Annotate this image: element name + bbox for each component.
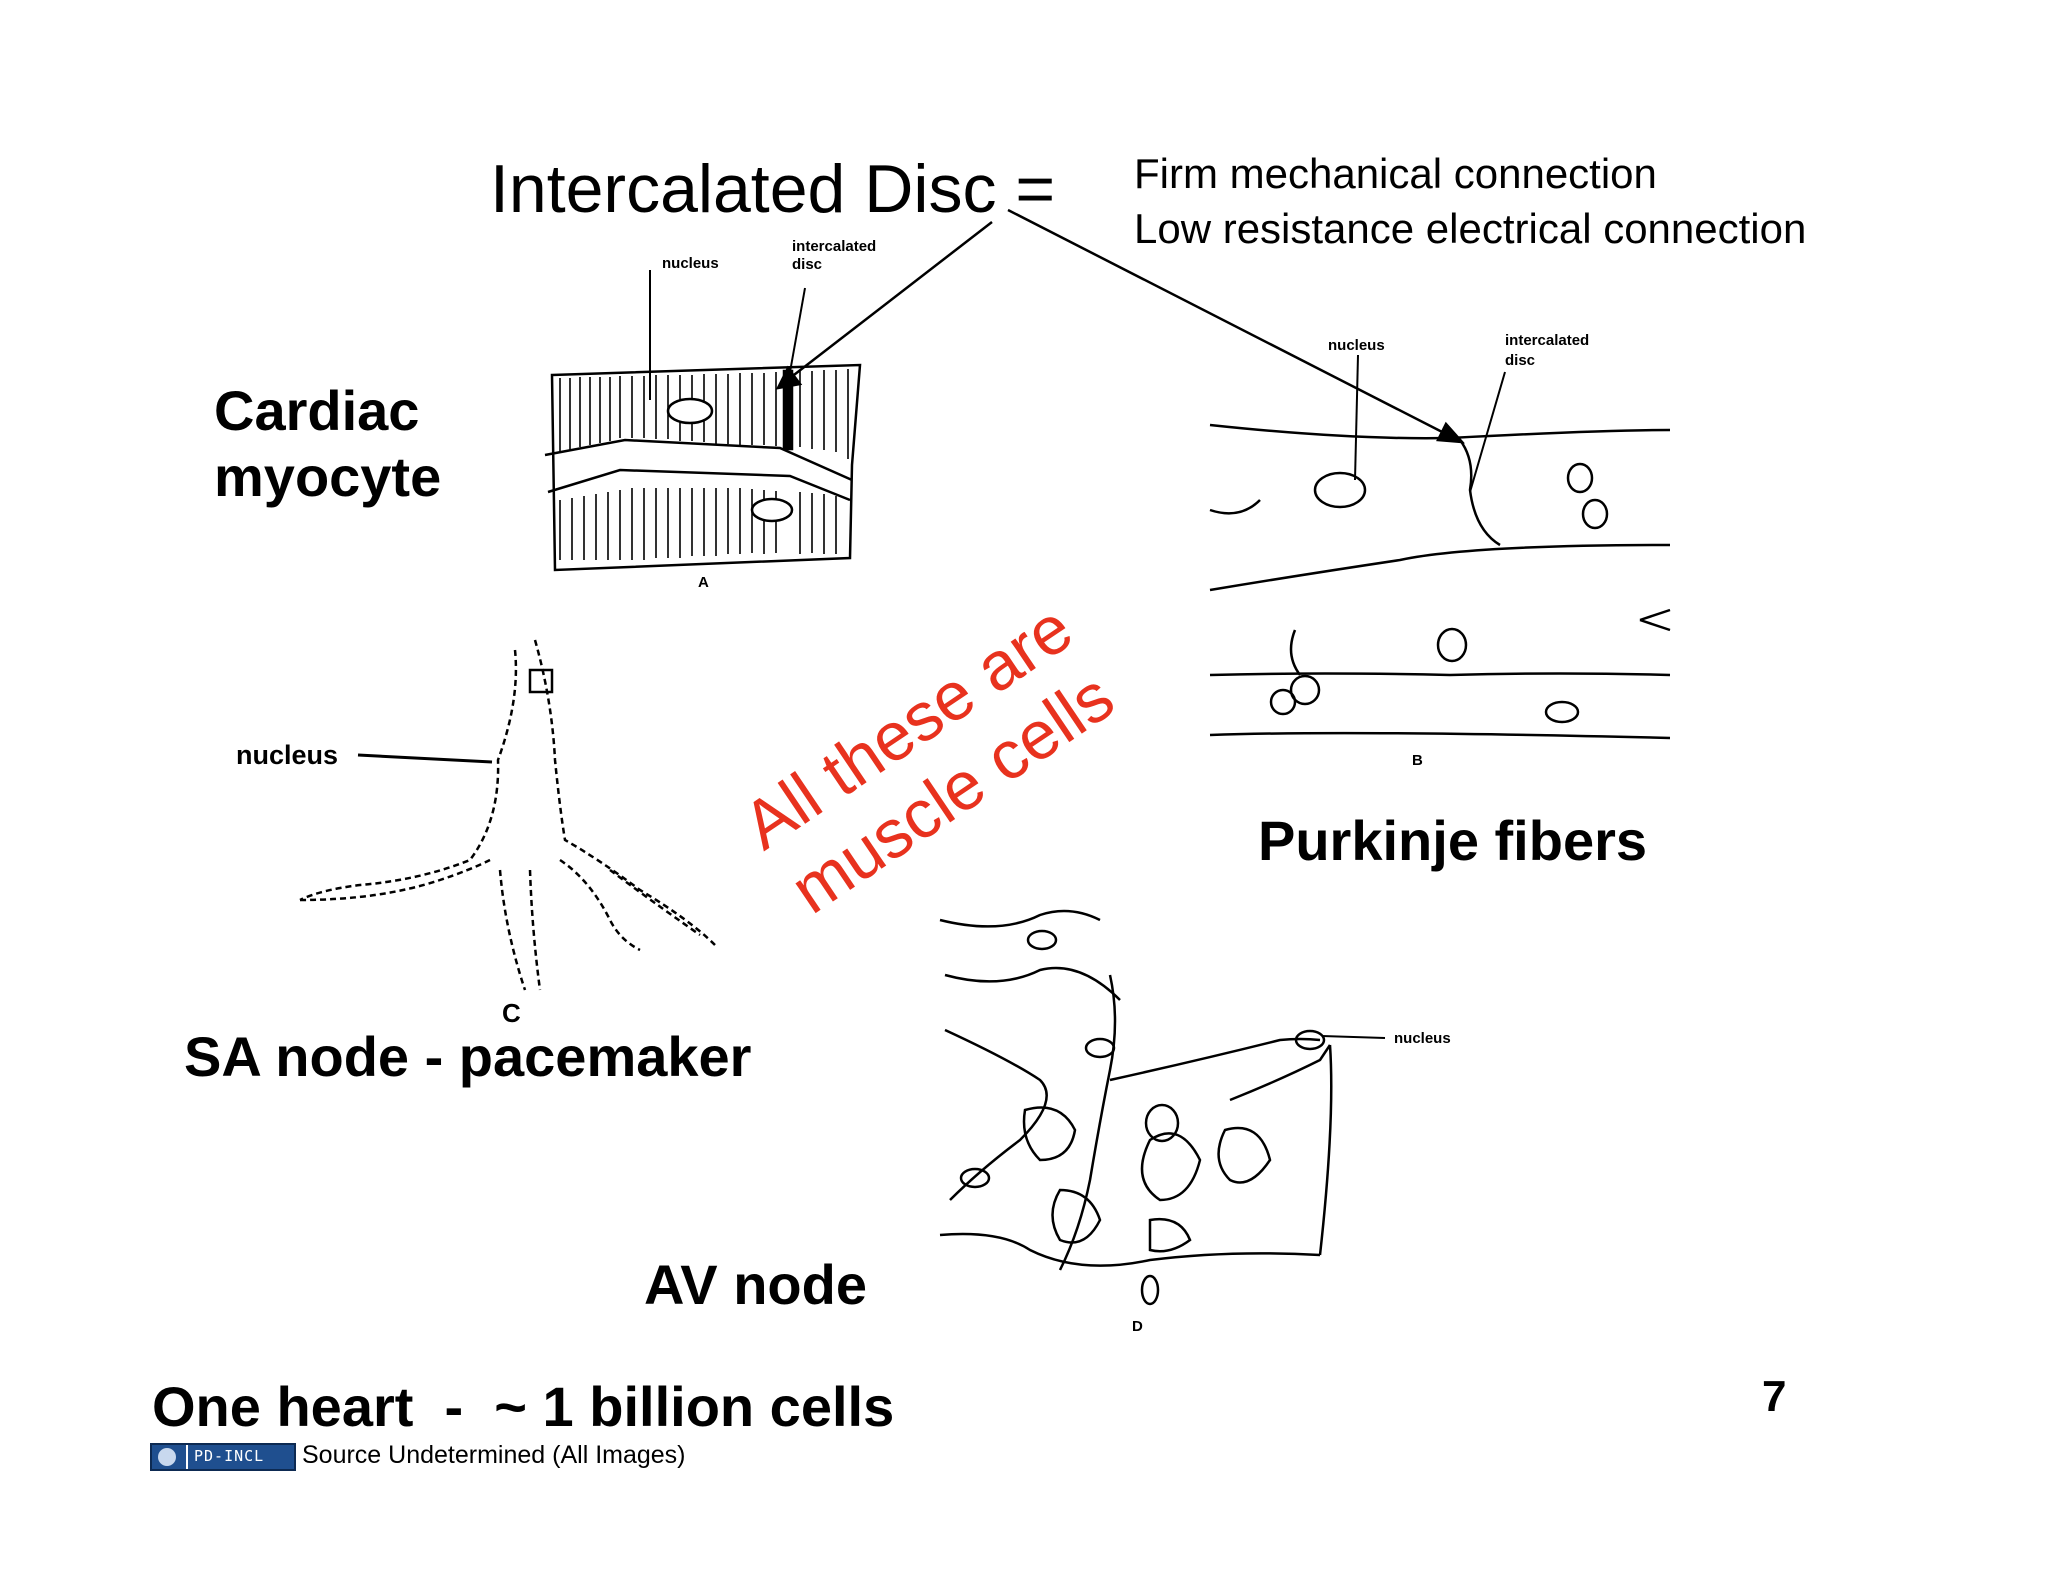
label-sa-node: SA node - pacemaker — [184, 1025, 752, 1088]
definition-line-1: Firm mechanical connection — [1134, 150, 1657, 197]
fig-b-letter: B — [1412, 752, 1423, 769]
fig-d-nucleus-label: nucleus — [1394, 1030, 1451, 1047]
fig-c-letter: C — [502, 998, 521, 1028]
label-cardiac-myocyte: Cardiac myocyte — [214, 378, 441, 510]
fig-c-nucleus-label: nucleus — [236, 740, 339, 770]
badge-text: PD-INCL — [194, 1447, 265, 1465]
label-cardiac-myocyte-line-2: myocyte — [214, 445, 442, 508]
figure-c-sa-node — [299, 639, 716, 991]
fig-a-nucleus-label: nucleus — [662, 255, 719, 272]
label-one-heart: One heart - ~ 1 billion cells — [152, 1375, 895, 1438]
globe-icon — [158, 1448, 176, 1466]
figure-b-purkinje — [1209, 354, 1671, 740]
label-purkinje-fibers: Purkinje fibers — [1258, 809, 1648, 872]
fig-b-disc-label-2: disc — [1505, 352, 1536, 369]
figure-d-av-node — [939, 909, 1386, 1306]
fig-a-disc-label-1: intercalated — [792, 238, 877, 255]
fig-a-letter: A — [698, 574, 709, 591]
source-citation: Source Undetermined (All Images) — [302, 1441, 686, 1469]
definition-line-2: Low resistance electrical connection — [1134, 205, 1807, 252]
page-number: 7 — [1762, 1372, 1787, 1421]
license-badge: PD-INCL — [150, 1443, 296, 1471]
label-av-node: AV node — [644, 1253, 867, 1316]
fig-b-disc-label-1: intercalated — [1505, 332, 1590, 349]
fig-b-nucleus-label: nucleus — [1328, 337, 1385, 354]
label-cardiac-myocyte-line-1: Cardiac — [214, 379, 420, 442]
fig-d-letter: D — [1132, 1318, 1143, 1335]
page-title: Intercalated Disc = — [490, 151, 1056, 227]
badge-separator — [186, 1445, 188, 1469]
fig-a-disc-label-2: disc — [792, 256, 823, 273]
figure-a-myocyte — [544, 270, 862, 572]
